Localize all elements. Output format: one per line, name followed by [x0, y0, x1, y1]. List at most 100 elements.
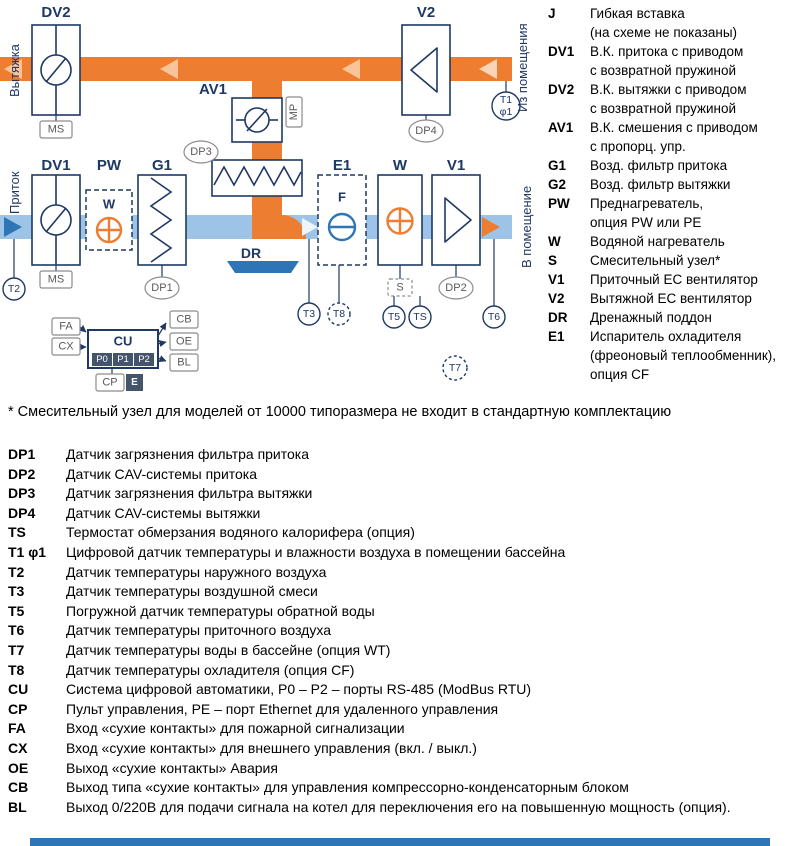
legend-term: W: [548, 234, 561, 249]
legend-item: V1 Приточный ЕС вентилятор: [548, 270, 798, 289]
av1-label: AV1: [199, 81, 227, 98]
legend-item: G1 Возд. фильтр притока: [548, 156, 798, 175]
list-term: T8: [8, 661, 25, 678]
dv2-damper: [31, 24, 81, 116]
dv1-label: DV1: [41, 157, 70, 174]
footnote: * Смесительный узел для моделей от 10000…: [8, 404, 672, 420]
e1-evaporator: [317, 174, 367, 266]
list-term: DP2: [8, 465, 36, 482]
t7-sensor: T7: [449, 362, 461, 374]
hvac-schematic: MS MS MP DP4 DP3 DP1 DP2 S T2 T1 φ1 T3: [0, 4, 534, 392]
legend-desc: Возд. фильтр притока: [590, 158, 728, 173]
legend-term: S: [548, 253, 558, 268]
list-term: CX: [8, 739, 28, 756]
av1-mixing-damper: [231, 97, 283, 143]
legend-term: G1: [548, 158, 567, 173]
list-term: FA: [8, 720, 26, 737]
dv1-damper: [31, 174, 81, 266]
exhaust-flow-arrow: [4, 59, 22, 79]
legend-item: DV1 В.К. притока с приводом с возвратной…: [548, 42, 798, 80]
legend-term: DV2: [548, 82, 575, 97]
drain-pan: [227, 261, 299, 273]
e1-inner-f-label: F: [338, 190, 346, 205]
list-item: T8 Датчик температуры охладителя (опция …: [8, 661, 796, 681]
t1-sensor: T1: [500, 94, 512, 106]
oe-tag: OE: [176, 336, 192, 348]
list-term: T2: [8, 563, 25, 580]
list-item: T3 Датчик температуры воздушной смеси: [8, 582, 796, 602]
list-desc: Выход «сухие контакты» Авария: [66, 759, 278, 776]
legend-item: G2 Возд. фильтр вытяжки: [548, 175, 798, 194]
legend-desc: В.К. притока с приводом с возвратной пру…: [590, 44, 744, 78]
legend-item: S Смесительный узел*: [548, 251, 798, 270]
list-desc: Вход «сухие контакты» для внешнего управ…: [66, 739, 477, 756]
list-term: CU: [8, 681, 29, 698]
ms-tag: MS: [48, 124, 65, 136]
list-desc: Датчик температуры воды в бассейне (опци…: [66, 641, 391, 658]
legend-item: E1 Испаритель охладителя (фреоновый тепл…: [548, 327, 798, 384]
list-item: CP Пульт управления, PE – порт Ethernet …: [8, 700, 796, 720]
legend: J Гибкая вставка (на схеме не показаны) …: [548, 4, 798, 384]
list-desc: Пульт управления, PE – порт Ethernet для…: [66, 700, 499, 717]
v2-fan: [401, 24, 451, 116]
legend-item: AV1 В.К. смешения с приводом с пропорц. …: [548, 118, 798, 156]
list-item: T7 Датчик температуры воды в бассейне (о…: [8, 641, 796, 661]
g1-filter: [137, 174, 187, 266]
v2-label: V2: [417, 4, 435, 21]
legend-term: AV1: [548, 120, 574, 135]
list-item: DP1 Датчик загрязнения фильтра притока: [8, 445, 796, 465]
ts-sensor: TS: [413, 311, 426, 323]
list-desc: Цифровой датчик температуры и влажности …: [66, 543, 566, 560]
legend-desc: Водяной нагреватель: [590, 234, 725, 249]
list-item: FA Вход «сухие контакты» для пожарной си…: [8, 719, 796, 739]
t3-sensor: T3: [303, 308, 315, 320]
supply-flow-arrow: [482, 217, 500, 237]
duct-junction: [252, 215, 282, 239]
list-desc: Датчик CAV-системы вытяжки: [66, 504, 261, 521]
w-label: W: [393, 157, 408, 174]
legend-desc: Приточный ЕС вентилятор: [590, 272, 758, 287]
pw-inner-w-label: W: [103, 197, 116, 212]
legend-term: G2: [548, 177, 567, 192]
legend-desc: Дренажный поддон: [590, 310, 712, 325]
exhaust-flow-arrow: [342, 59, 360, 79]
filter-zigzag-icon: [149, 177, 173, 263]
list-item: TS Термостат обмерзания водяного калориф…: [8, 523, 796, 543]
cb-tag: CB: [176, 314, 191, 326]
legend-desc: Вытяжной ЕС вентилятор: [590, 291, 752, 306]
list-desc: Выход типа «сухие контакты» для управлен…: [66, 779, 629, 796]
list-term: BL: [8, 798, 27, 815]
legend-desc: Гибкая вставка (на схеме не показаны): [590, 6, 738, 40]
list-item: CX Вход «сухие контакты» для внешнего уп…: [8, 739, 796, 759]
dp1-tag: DP1: [151, 282, 172, 294]
cu-signal-lines: [78, 322, 167, 363]
legend-item: DR Дренажный поддон: [548, 308, 798, 327]
list-item: T5 Погружной датчик температуры обратной…: [8, 602, 796, 622]
fa-tag: FA: [59, 321, 73, 333]
legend-desc: Испаритель охладителя (фреоновый теплооб…: [590, 329, 776, 382]
supply-flow-arrow: [302, 218, 318, 236]
list-term: DP1: [8, 446, 36, 462]
list-term: T5: [8, 602, 25, 619]
dv2-label: DV2: [41, 4, 70, 21]
list-term: T3: [8, 583, 25, 600]
list-term: T7: [8, 641, 25, 658]
list-term: DP3: [8, 485, 36, 502]
fan-triangle-icon: [444, 197, 472, 243]
list-item: DP4 Датчик CAV-системы вытяжки: [8, 504, 796, 524]
control-unit: FA CX CU P0 P1 P2 CB OE BL CP E: [51, 310, 199, 392]
g1-label: G1: [152, 157, 172, 174]
exhaust-flow-arrow: [479, 59, 497, 79]
dp4-tag: DP4: [415, 125, 436, 137]
list-term: T6: [8, 622, 25, 639]
list-desc: Погружной датчик температуры обратной во…: [66, 602, 375, 619]
pw-preheater: [85, 189, 133, 251]
dp2-tag: DP2: [445, 282, 466, 294]
bl-tag: BL: [177, 357, 190, 369]
legend-desc: Преднагреватель, опция PW или PE: [590, 196, 704, 230]
supply-flow-arrow: [4, 217, 22, 237]
v1-fan: [431, 174, 481, 266]
cp-tag: CP: [102, 377, 117, 389]
list-term: T1 φ1: [8, 543, 47, 560]
